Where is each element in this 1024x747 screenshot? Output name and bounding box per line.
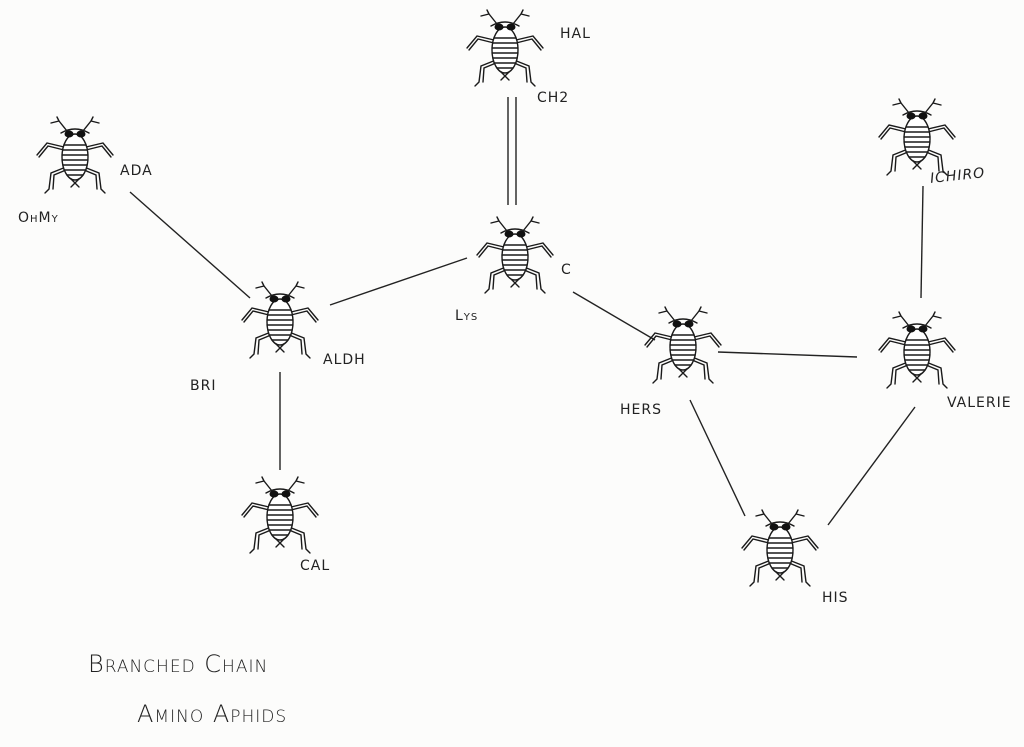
label-c: C bbox=[561, 262, 572, 278]
label-bri: BRI bbox=[190, 378, 217, 394]
label-lys: Lys bbox=[455, 308, 479, 324]
aphid-cal-icon bbox=[241, 476, 319, 554]
label-ada: ADA bbox=[120, 163, 153, 179]
edges bbox=[129, 97, 924, 526]
aphid-lys-icon bbox=[476, 216, 554, 294]
title-line-2: Amino Aphids bbox=[137, 700, 288, 728]
label-hers: HERS bbox=[620, 402, 662, 418]
edge-hers-valerie bbox=[717, 351, 858, 358]
edge-hers-his bbox=[689, 399, 746, 517]
edge-lys-hers bbox=[572, 291, 656, 341]
aphid-his-icon bbox=[741, 509, 819, 587]
aphid-hers-icon bbox=[644, 306, 722, 384]
label-his: HIS bbox=[822, 590, 849, 606]
label-cal: CAL bbox=[300, 558, 331, 574]
aphid-ichiro-icon bbox=[878, 98, 956, 176]
edge-aldh-lys bbox=[329, 257, 468, 306]
edge-valerie-his bbox=[827, 406, 916, 526]
edge-ichiro-valerie bbox=[920, 185, 924, 299]
aphids bbox=[36, 9, 956, 587]
label-aldh: ALDH bbox=[323, 352, 366, 368]
edge-ohmy-aldh bbox=[129, 191, 251, 299]
label-ohmy: OhMy bbox=[18, 210, 59, 226]
aphid-aldh-icon bbox=[241, 281, 319, 359]
title-line-1: Branched Chain bbox=[88, 650, 269, 678]
label-ch2: CH2 bbox=[537, 90, 570, 106]
label-valerie: VALERIE bbox=[947, 395, 1012, 411]
label-hal: HAL bbox=[560, 26, 591, 42]
aphid-hal-icon bbox=[466, 9, 544, 87]
aphid-ohmy-icon bbox=[36, 116, 114, 194]
aphid-valerie-icon bbox=[878, 311, 956, 389]
